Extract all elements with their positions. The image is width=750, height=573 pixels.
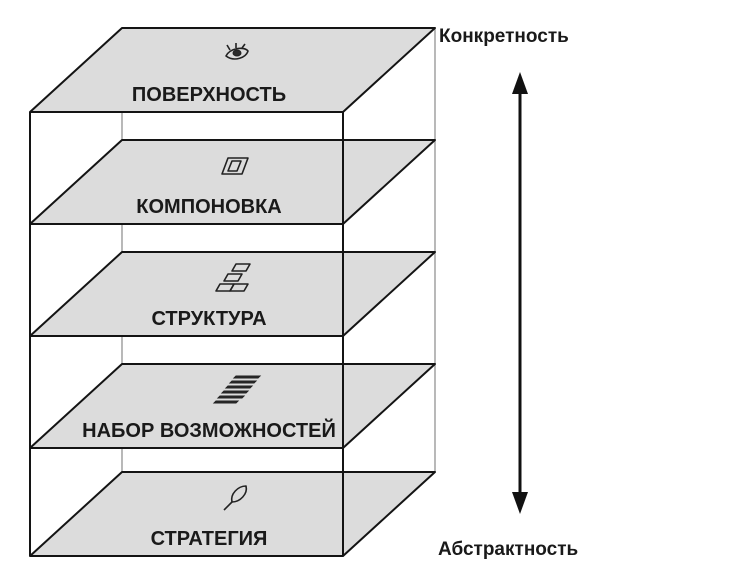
arrow-up-icon (512, 72, 528, 94)
layer-label-skeleton: КОМПОНОВКА (136, 196, 281, 218)
layer-label-surface: ПОВЕРХНОСТЬ (132, 84, 286, 106)
axis-bottom-label: Абстрактность (438, 539, 578, 560)
layer-skeleton: КОМПОНОВКА (29, 139, 436, 225)
arrow-down-icon (512, 492, 528, 514)
feature-lines-icon (212, 375, 262, 404)
box-front-edges (29, 112, 344, 556)
structure-blocks-icon (215, 263, 251, 292)
eye-icon (225, 43, 249, 60)
axis-top-label: Конкретность (439, 26, 569, 47)
layer-scope: НАБОР ВОЗМОЖНОСТЕЙ (29, 363, 436, 449)
layout-frame-icon (221, 157, 249, 175)
feather-icon (223, 485, 248, 511)
layer-label-strategy: СТРАТЕГИЯ (151, 528, 268, 550)
layer-label-scope: НАБОР ВОЗМОЖНОСТЕЙ (82, 418, 336, 442)
layer-strategy: СТРАТЕГИЯ (29, 471, 436, 557)
layer-surface: ПОВЕРХНОСТЬ (29, 27, 436, 113)
layer-label-structure: СТРУКТУРА (151, 308, 266, 330)
abstraction-axis: Конкретность Абстрактность (438, 26, 578, 560)
layer-structure: СТРУКТУРА (29, 251, 436, 337)
